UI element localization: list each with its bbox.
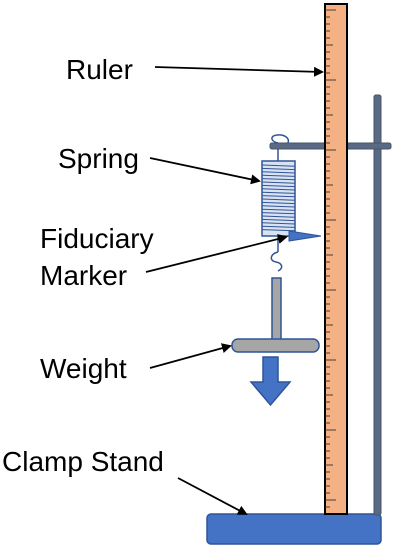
ruler-ticks [325,9,336,508]
spring-coil [261,164,296,167]
spring-coil [261,222,296,225]
ruler [324,3,348,515]
spring-top-hook [271,134,290,144]
spring-coil [261,174,296,177]
spring-coil [261,201,296,205]
down-arrow-icon [249,356,292,407]
spring-coil [261,181,296,184]
spring-coil [261,218,296,222]
spring-coils [261,164,296,232]
weight-hanger-rod [271,277,282,341]
fiduciary-marker-label-line1: Fiduciary [40,223,154,254]
fiduciary-marker-label-line2: Marker [40,260,128,291]
spring-coil [261,198,296,201]
fiduciary-marker [288,230,322,242]
spring-label: Spring [58,143,139,174]
spring-coil [261,188,296,191]
clamp-stand-rod [373,94,382,516]
spring-coil [261,208,296,211]
spring-coil [261,205,296,208]
ruler-leader-line [154,66,324,77]
fiduciary-leader-line [145,234,288,273]
weight-plate [231,338,320,353]
spring-bottom-hook [270,251,283,272]
spring-leader-line [149,157,261,185]
spring-coil [261,178,296,181]
weight-label: Weight [40,353,127,384]
spring-coil [261,225,296,228]
spring-coil [261,215,296,218]
spring-coil [261,184,296,188]
spring-coil [261,191,296,194]
clamp-stand-label: Clamp Stand [2,446,164,477]
spring-coil [261,195,296,198]
spring-coil [261,212,296,215]
spring-coil [261,167,296,171]
ruler-label: Ruler [66,54,133,85]
clamp-stand-leader-line [177,477,248,515]
weight-leader-line [149,343,232,369]
spring-coil [261,171,296,174]
clamp-stand-base [206,513,382,545]
